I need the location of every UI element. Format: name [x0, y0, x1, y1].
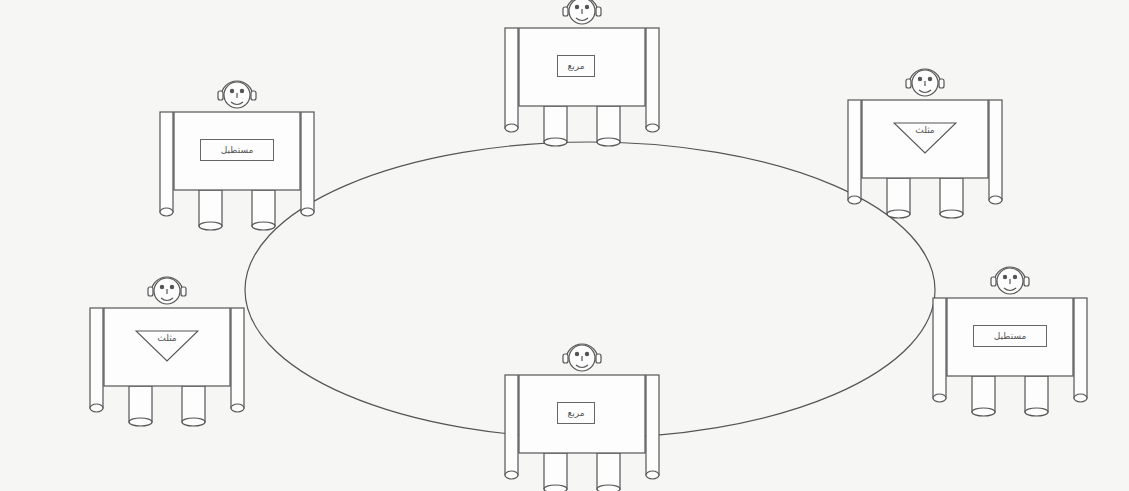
label-box: مستطيل: [973, 325, 1047, 347]
robot-figure: [933, 267, 1087, 416]
robot-figure: [160, 81, 314, 230]
shape-label: مربع: [567, 61, 584, 71]
robot-figure: [505, 0, 659, 146]
shape-label: مثلث: [915, 125, 934, 135]
shape-label: مستطيل: [994, 331, 1026, 341]
label-box: مربع: [557, 402, 595, 424]
label-box: مستطيل: [200, 139, 274, 161]
shape-label: مثلث: [157, 333, 176, 343]
label-triangle: مثلث: [135, 330, 199, 362]
triangle-shape: [136, 331, 198, 361]
shape-label: مربع: [567, 408, 584, 418]
label-triangle: مثلث: [893, 122, 957, 154]
label-box: مربع: [557, 55, 595, 77]
triangle-shape: [894, 123, 956, 153]
shape-label: مستطيل: [221, 145, 253, 155]
robot-figure: [505, 344, 659, 491]
robot-figure: [848, 69, 1002, 218]
robot-figure: [90, 277, 244, 426]
